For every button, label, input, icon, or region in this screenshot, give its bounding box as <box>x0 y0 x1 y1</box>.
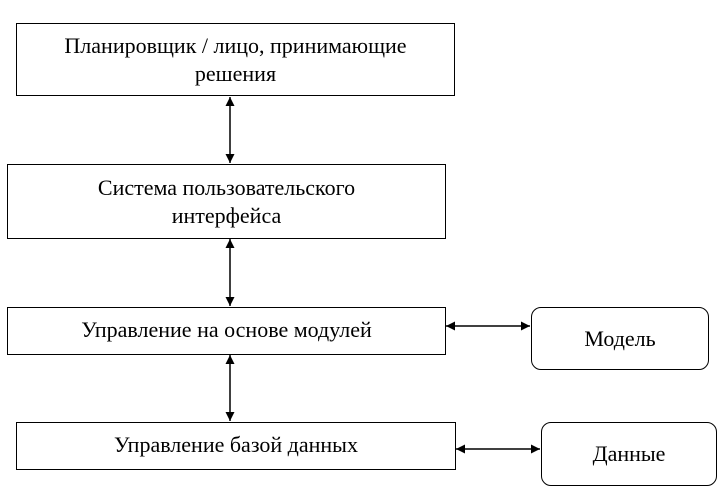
planner-label-line1: Планировщик / лицо, принимающие <box>64 32 407 58</box>
planner-label-line2: решения <box>194 60 277 86</box>
planner-box: Планировщик / лицо, принимающие решения <box>16 23 455 96</box>
db-management-label: Управление базой данных <box>114 432 358 457</box>
ui-system-label-line2: интерфейса <box>171 202 282 228</box>
data-box: Данные <box>541 422 717 486</box>
ui-system-label-line1: Система пользовательского <box>97 174 356 200</box>
model-label: Модель <box>584 325 656 351</box>
module-management-box: Управление на основе модулей <box>7 307 446 355</box>
data-label: Данные <box>592 441 666 466</box>
model-box: Модель <box>531 307 709 370</box>
ui-system-box: Система пользовательского интерфейса <box>7 164 446 239</box>
db-management-box: Управление базой данных <box>16 422 456 470</box>
module-management-label: Управление на основе модулей <box>81 317 372 342</box>
